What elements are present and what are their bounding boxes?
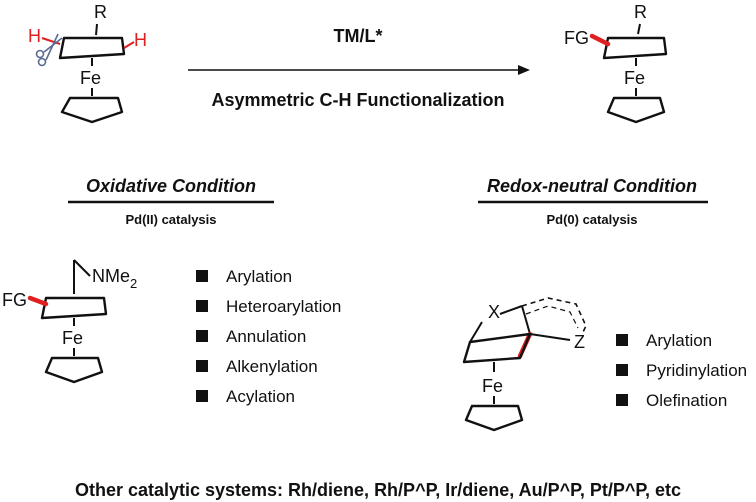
substrate-r-label: R [94,2,107,22]
substrate-ch-right-bond [123,41,135,49]
product-new-bond [589,33,611,47]
footer-note: Other catalytic systems: Rh/diene, Rh/P^… [75,480,681,500]
substrate-cp-ring-top [58,36,126,60]
oxidative-subtitle: Pd(II) catalysis [125,212,216,227]
redox-z-bond [529,333,571,341]
redox-reaction-bullet [616,394,628,406]
oxidative-director-label: NMe2 [92,266,137,291]
product-fe-label: Fe [624,68,645,88]
substrate-cp-ring-bottom [60,96,124,124]
oxidative-reaction-bullet [196,330,208,342]
product-ferrocene: R FG Fe [564,2,668,124]
oxidative-reaction-bullet [196,360,208,372]
redox-fe-label: Fe [482,376,503,396]
oxidative-reaction-bullet [196,270,208,282]
oxidative-cp-ring-top [40,296,108,320]
redox-reaction-item: Pyridinylation [646,361,747,380]
product-r-label: R [634,2,647,22]
oxidative-cp-ring-bottom [44,356,104,384]
redox-reaction-item: Arylation [646,331,712,350]
redox-reaction-item: Olefination [646,391,727,410]
reaction-arrow [188,65,530,75]
product-cp-ring-bottom [606,96,666,124]
scissors-icon [35,33,63,67]
oxidative-reaction-item: Alkenylation [226,357,318,376]
redox-z-label: Z [574,332,585,352]
oxidative-title: Oxidative Condition [86,176,256,196]
substrate-fe-label: Fe [80,68,101,88]
reagent-label: TM/L* [334,26,383,46]
redox-x-bond-b [499,305,523,315]
oxidative-new-bond [27,295,49,307]
redox-title: Redox-neutral Condition [487,176,697,196]
substrate-h-right: H [134,30,147,50]
product-fg-label: FG [564,28,589,48]
oxidative-reaction-bullet [196,300,208,312]
redox-x-bond-a [469,321,483,343]
redox-dashed-ring [521,297,587,335]
substrate-h-left: H [28,26,41,46]
substrate-ch-left-bond [41,37,61,45]
redox-cp-ring-bottom [464,404,524,432]
redox-subtitle: Pd(0) catalysis [546,212,637,227]
redox-x-label: X [488,302,500,322]
product-cp-ring-top [602,36,668,60]
substrate-ferrocene: R H H Fe [28,2,147,124]
oxidative-ch2-bond-a [73,259,91,277]
redox-reaction-bullet [616,364,628,376]
redox-dashed-ring-inner [525,305,579,329]
reaction-type-label: Asymmetric C-H Functionalization [211,90,504,110]
redox-cp-ring-top [462,332,532,364]
redox-fused-bond [521,305,531,335]
oxidative-fe-label: Fe [62,328,83,348]
oxidative-reaction-list: ArylationHeteroarylationAnnulationAlkeny… [196,267,341,406]
oxidative-reaction-item: Heteroarylation [226,297,341,316]
oxidative-reaction-item: Arylation [226,267,292,286]
redox-ferrocene: X Z Fe [462,297,587,432]
oxidative-ferrocene: NMe2 FG Fe [2,259,137,384]
oxidative-reaction-item: Annulation [226,327,306,346]
substrate-r-bond [95,23,98,36]
redox-reaction-bullet [616,334,628,346]
oxidative-reaction-item: Acylation [226,387,295,406]
product-r-bond [637,23,641,35]
oxidative-reaction-bullet [196,390,208,402]
oxidative-fg-label: FG [2,290,27,310]
